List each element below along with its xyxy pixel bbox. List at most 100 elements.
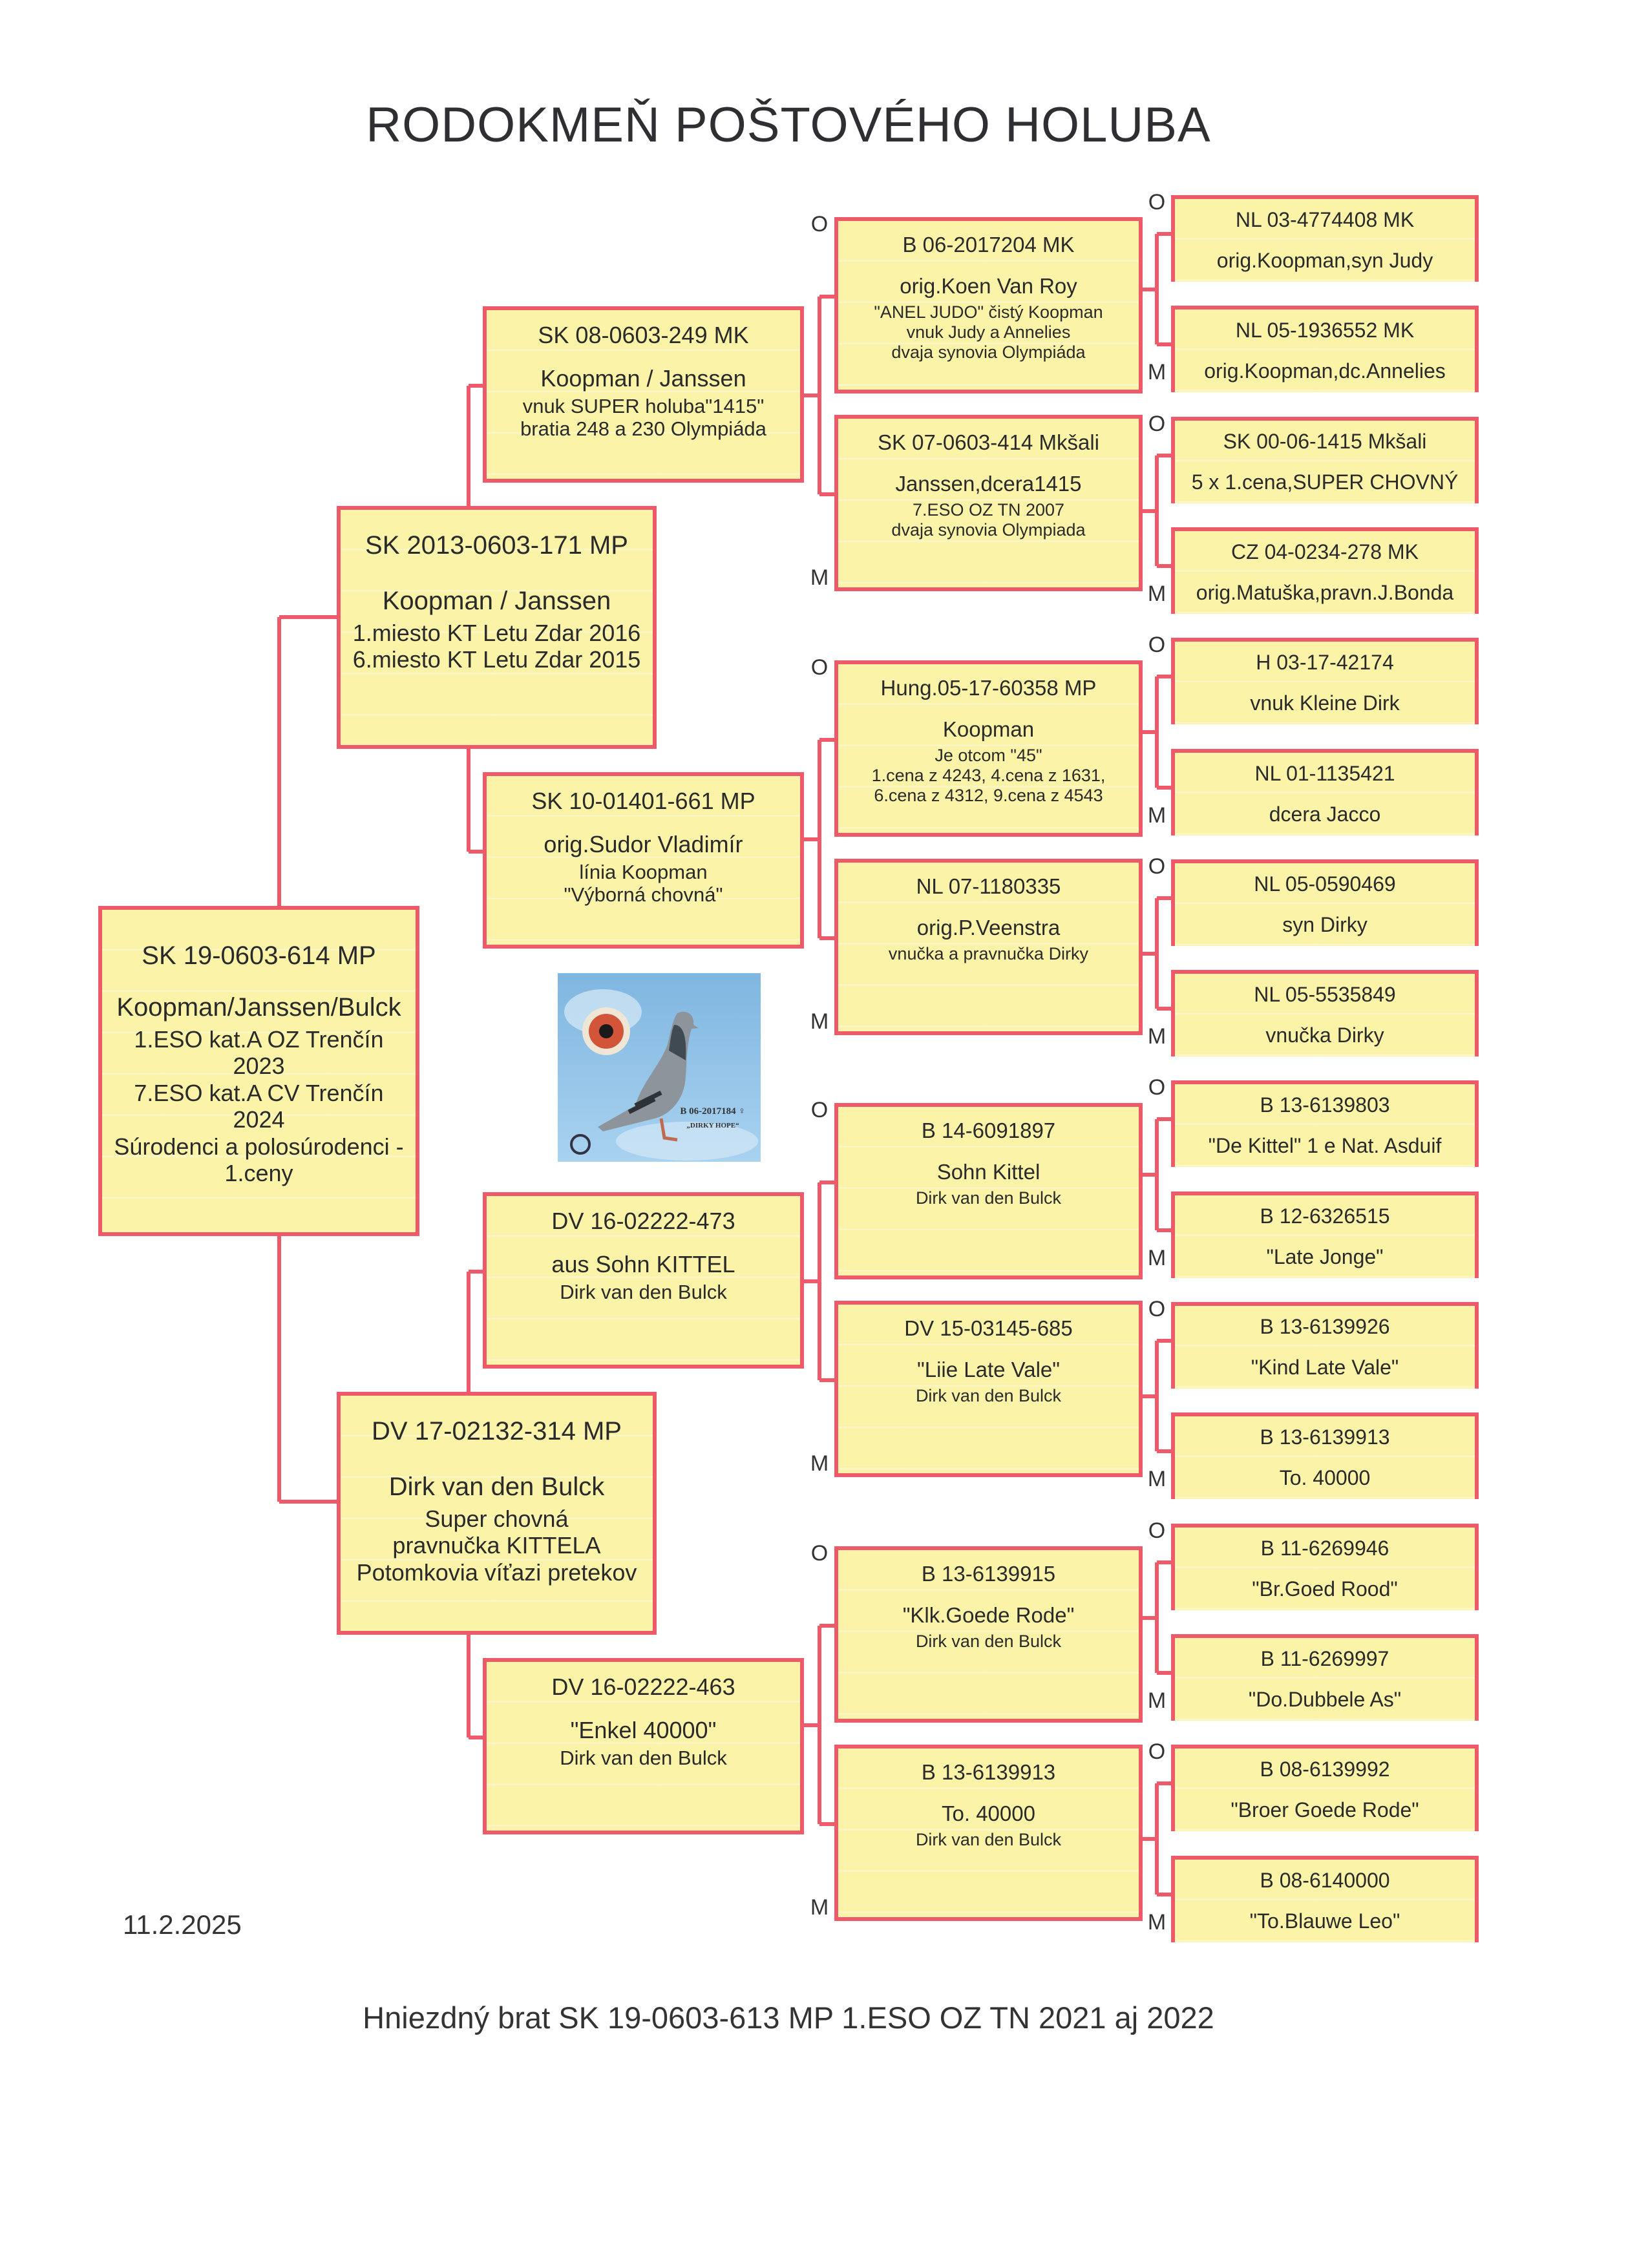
pedigree-box-gen1[interactable]: SK 19-0603-614 MP Koopman/Janssen/Bulck 1.…	[98, 906, 419, 1236]
pedigree-note: Dirk van den Bulck	[560, 1280, 727, 1303]
connector-line	[1155, 898, 1159, 1009]
connector-line	[1157, 564, 1171, 568]
ring-number: Hung.05-17-60358 MP	[880, 676, 1097, 700]
dam-label: M	[1147, 1688, 1167, 1713]
pedigree-note: vnuk SUPER holuba"1415"	[522, 394, 765, 417]
breeder-name: Janssen,dcera1415	[895, 471, 1082, 496]
ring-number: NL 01-1135421	[1254, 762, 1395, 785]
ring-number: B 08-6140000	[1260, 1869, 1390, 1892]
connector-line	[469, 1270, 483, 1274]
connector-line	[1141, 1837, 1157, 1841]
breeder-name: orig.P.Veenstra	[916, 915, 1061, 940]
pedigree-note: "Výborná chovná"	[564, 883, 723, 907]
pedigree-box-gen5[interactable]: B 12-6326515"Late Jonge"	[1171, 1192, 1479, 1278]
sire-label: O	[1148, 190, 1166, 215]
breeder-name: Koopman / Janssen	[540, 365, 746, 392]
connector-line	[469, 850, 483, 854]
pedigree-note: Super chovná	[425, 1506, 569, 1532]
connector-line	[469, 1736, 483, 1739]
pedigree-box-gen5[interactable]: B 08-6140000"To.Blauwe Leo"	[1171, 1856, 1479, 1942]
connector-line	[1157, 896, 1171, 900]
breeder-name: orig.Koopman,dc.Annelies	[1204, 359, 1446, 383]
breeder-name: "Liie Late Vale"	[917, 1357, 1060, 1381]
pedigree-box-gen5[interactable]: B 13-6139926"Kind Late Vale"	[1171, 1302, 1479, 1389]
dam-label: M	[810, 1451, 829, 1476]
connector-line	[1157, 1781, 1171, 1785]
sire-label: O	[1148, 1518, 1166, 1543]
breeder-name: "De Kittel" 1 e Nat. Asduif	[1208, 1133, 1442, 1157]
logo-icon	[570, 1134, 591, 1155]
breeder-name: vnuk Kleine Dirk	[1250, 691, 1400, 715]
connector-line	[802, 1279, 819, 1283]
pedigree-note: Potomkovia víťazi pretekov	[356, 1559, 637, 1586]
connector-line	[1157, 675, 1171, 678]
dam-label: M	[1147, 1467, 1167, 1491]
ring-number: CZ 04-0234-278 MK	[1231, 540, 1419, 563]
sire-label: O	[810, 1098, 829, 1122]
pedigree-note: vnučka a pravnučka Dirky	[888, 943, 1089, 963]
pigeon-photo: B 06-2017184 ♀ „DIRKY HOPE“	[558, 973, 761, 1162]
breeder-name: Koopman/Janssen/Bulck	[116, 993, 401, 1022]
sire-label: O	[1148, 1739, 1166, 1764]
breeder-name: Dirk van den Bulck	[388, 1473, 605, 1501]
connector-line	[1155, 1783, 1159, 1895]
ring-number: SK 00-06-1415 Mkšali	[1223, 430, 1427, 453]
pedigree-box-gen4[interactable]: DV 15-03145-685"Liie Late Vale"Dirk van …	[834, 1301, 1143, 1477]
pedigree-box-gen3[interactable]: DV 16-02222-463"Enkel 40000"Dirk van den…	[483, 1658, 804, 1834]
connector-line	[1157, 1893, 1171, 1896]
connector-line	[1141, 288, 1157, 291]
connector-line	[1155, 456, 1159, 566]
breeder-name: To. 40000	[942, 1801, 1035, 1825]
dam-label: M	[810, 1009, 829, 1034]
pedigree-note: Dirk van den Bulck	[915, 1188, 1062, 1208]
ring-number: SK 07-0603-414 Mkšali	[877, 430, 1100, 454]
connector-line	[818, 297, 821, 494]
ring-number: B 08-6139992	[1260, 1758, 1390, 1781]
breeder-name: aus Sohn KITTEL	[551, 1251, 735, 1278]
pedigree-note: 1.ESO kat.A OZ Trenčín	[134, 1026, 384, 1053]
ring-number: B 14-6091897	[921, 1118, 1056, 1142]
dam-label: M	[1147, 803, 1167, 828]
pigeon-icon	[598, 1011, 699, 1142]
pedigree-note: Je otcom "45"	[935, 745, 1042, 765]
sire-label: O	[1148, 1297, 1166, 1321]
connector-line	[1141, 1616, 1157, 1620]
connector-line	[1155, 677, 1159, 788]
pedigree-box-gen5[interactable]: B 11-6269997"Do.Dubbele As"	[1171, 1634, 1479, 1721]
pedigree-note: 2023	[233, 1053, 285, 1080]
pedigree-box-gen5[interactable]: B 11-6269946"Br.Goed Rood"	[1171, 1524, 1479, 1610]
connector-line	[1157, 342, 1171, 346]
connector-line	[819, 1624, 834, 1628]
ring-number: SK 19-0603-614 MP	[142, 941, 376, 970]
connector-line	[1157, 1671, 1171, 1675]
pedigree-note: "ANEL JUDO" čistý Koopman	[874, 302, 1103, 322]
pedigree-box-gen5[interactable]: B 08-6139992"Broer Goede Rode"	[1171, 1745, 1479, 1831]
pedigree-box-gen5[interactable]: NL 05-1936552 MK orig.Koopman,dc.Annelies	[1171, 306, 1479, 392]
pedigree-note: Súrodenci a polosúrodenci -	[114, 1133, 404, 1160]
sire-label: O	[1148, 633, 1166, 657]
pedigree-box-gen5[interactable]: B 13-6139803"De Kittel" 1 e Nat. Asduif	[1171, 1080, 1479, 1167]
breeder-name: orig.Koen Van Roy	[900, 273, 1077, 298]
connector-line	[819, 1181, 834, 1184]
pedigree-box-gen4[interactable]: B 13-6139915"Klk.Goede Rode"Dirk van den…	[834, 1546, 1143, 1723]
ring-number: NL 05-1936552 MK	[1235, 319, 1415, 342]
